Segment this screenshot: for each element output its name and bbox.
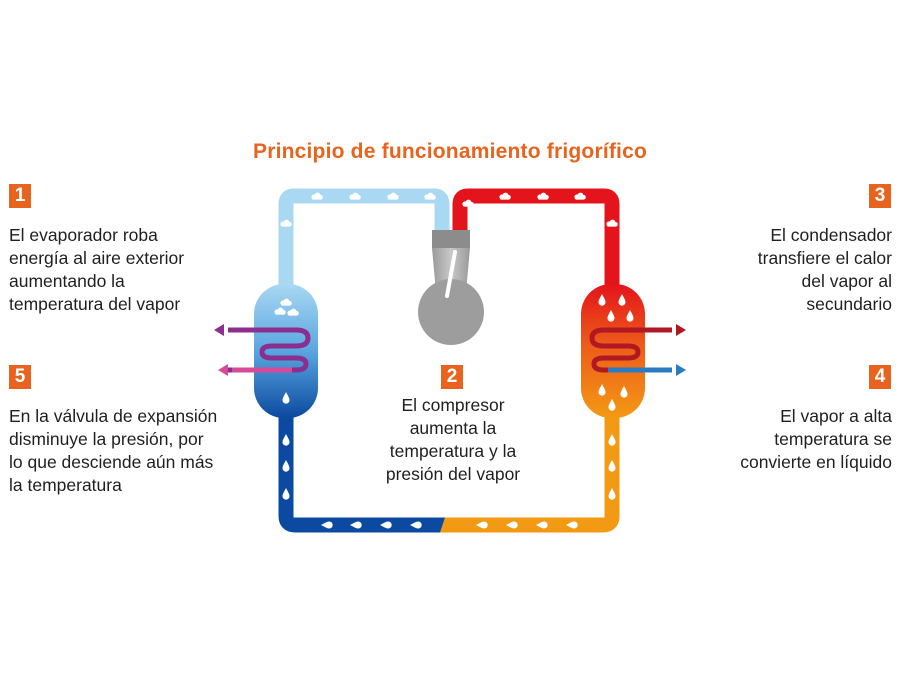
evaporator (254, 284, 318, 418)
condenser (581, 284, 645, 418)
diagram-title: Principio de funcionamiento frigorífico (253, 140, 647, 163)
step-5-badge: 5 (9, 365, 31, 389)
step-4-badge: 4 (869, 365, 891, 389)
liquid-line (278, 408, 620, 533)
compressor (418, 230, 484, 345)
step-5-text: En la válvula de expansión disminuye la … (9, 406, 218, 495)
step-1-text: El evaporador roba energía al aire exter… (9, 225, 185, 314)
discharge-line (452, 188, 620, 300)
step-2-text: El compresor aumenta la temperatura y la… (385, 395, 521, 484)
step-3-text: El condensador transfiere el calor del v… (757, 225, 892, 314)
liquid-markers (282, 434, 616, 529)
suction-line (278, 188, 450, 300)
step-3-badge: 3 (869, 184, 891, 208)
step-2-badge: 2 (441, 365, 463, 389)
condenser-coil (589, 324, 686, 376)
step-4-text: El vapor a alta temperatura se convierte… (740, 406, 892, 472)
step-1-badge: 1 (9, 184, 31, 208)
evaporator-coil (214, 324, 311, 376)
